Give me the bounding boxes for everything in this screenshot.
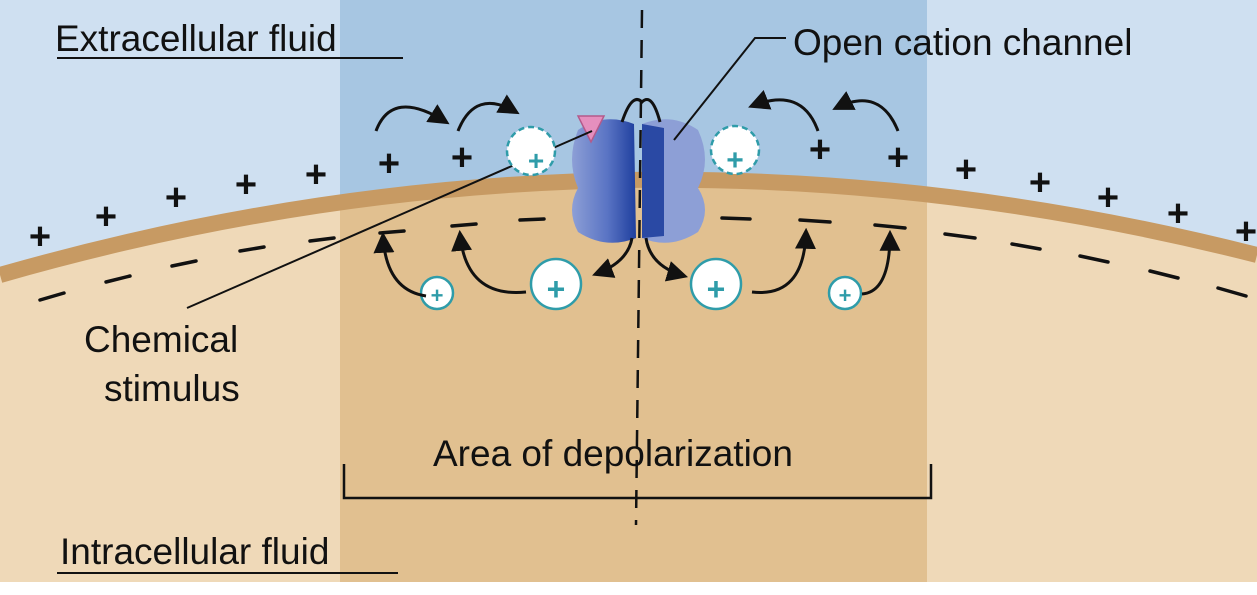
cation-channel — [572, 119, 705, 243]
current-arrow — [620, 98, 662, 123]
cation-ion-sign: + — [528, 145, 544, 176]
current-arrow — [374, 104, 450, 132]
minus-charge — [238, 245, 266, 253]
plus-charge: + — [1235, 211, 1257, 253]
plus-charge: + — [1097, 177, 1119, 219]
minus-charge — [798, 218, 832, 224]
current-arrow — [451, 229, 527, 295]
minus-charge — [450, 222, 478, 228]
open-cation-channel-label: Open cation channel — [793, 22, 1133, 63]
cation-ion — [709, 124, 761, 176]
plus-charge: + — [165, 177, 187, 219]
minus-charge — [378, 229, 406, 235]
center-dashed-line — [634, 9, 644, 526]
minus-charge — [38, 291, 66, 302]
cation-ion-sign: + — [726, 144, 744, 177]
minus-charge — [943, 232, 977, 240]
chemical-stimulus-label-line1: Chemical — [84, 319, 239, 360]
plus-charge: + — [887, 137, 909, 179]
extracellular-arrows — [374, 90, 900, 132]
cation-ion — [419, 275, 455, 311]
area-of-depolarization-label: Area of depolarization — [433, 433, 793, 474]
current-arrow — [456, 94, 520, 132]
cation-ion — [529, 257, 583, 311]
minus-charge — [1148, 269, 1180, 280]
plus-charge: + — [95, 196, 117, 238]
minus-charge — [720, 216, 752, 221]
plus-charge: + — [305, 154, 327, 196]
current-arrow — [751, 227, 816, 294]
current-arrow — [832, 91, 900, 132]
minus-charge — [308, 236, 336, 243]
chemical-stimulus-icon — [576, 115, 606, 144]
minus-charge — [1078, 254, 1110, 264]
extracellular-cations: + + — [505, 124, 761, 177]
minus-charge — [1010, 242, 1042, 251]
intracellular-depolarized-band — [340, 183, 927, 590]
cation-ion-sign: + — [839, 283, 852, 308]
current-arrow — [592, 237, 634, 278]
intracellular-fluid-label: Intracellular fluid — [60, 531, 330, 572]
intracellular-cations: + + + + — [419, 257, 863, 311]
plus-charge: + — [451, 137, 473, 179]
extracellular-fluid-label: Extracellular fluid — [55, 18, 337, 59]
plus-charge: + — [235, 164, 257, 206]
bottom-margin — [0, 582, 1257, 590]
cation-ion-sign: + — [431, 283, 444, 308]
minus-charge — [170, 259, 198, 268]
plus-charge: + — [955, 149, 977, 191]
minus-charge — [518, 217, 546, 222]
intracellular-arrows — [373, 227, 901, 298]
current-arrow — [748, 90, 820, 132]
minus-charge — [104, 274, 132, 284]
cation-ion-sign: + — [707, 271, 726, 307]
cation-ion — [827, 275, 863, 311]
current-arrow — [373, 231, 427, 298]
minus-charge — [873, 223, 907, 230]
channel-leader-line — [673, 37, 786, 141]
current-arrow — [644, 237, 689, 282]
plus-charge: + — [1029, 162, 1051, 204]
cation-ion — [505, 125, 557, 177]
minus-charge — [1216, 286, 1248, 298]
plus-charge: + — [29, 216, 51, 258]
channel-subunit-left — [572, 119, 636, 243]
plus-charge: + — [378, 143, 400, 185]
chemical-stimulus-label-line2: stimulus — [104, 368, 240, 409]
cation-ion-sign: + — [547, 271, 566, 307]
plus-charge: + — [809, 129, 831, 171]
cation-ion — [689, 257, 743, 311]
plus-charge: + — [1167, 193, 1189, 235]
current-arrow — [861, 229, 901, 296]
depolarization-bracket — [342, 464, 933, 500]
